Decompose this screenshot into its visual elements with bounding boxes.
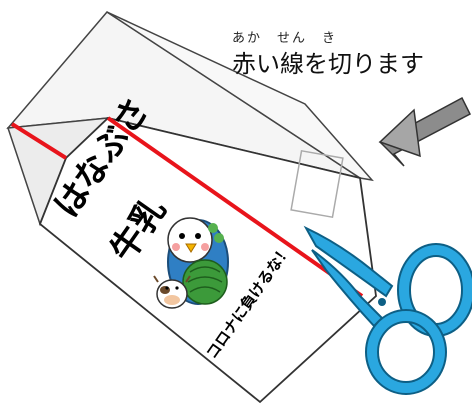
arrow-icon: [378, 96, 471, 167]
seal-window: [290, 149, 344, 219]
mascot: [167, 217, 229, 305]
instruction-text: 赤い線を切ります: [232, 50, 424, 78]
cut-line-left: [10, 122, 68, 160]
carton-back-face: [106, 11, 374, 182]
cow-character: [153, 275, 191, 309]
cut-line-front: [106, 116, 364, 298]
instruction-ruby: あか せん き: [232, 31, 337, 46]
scissors-icon: [303, 225, 472, 395]
